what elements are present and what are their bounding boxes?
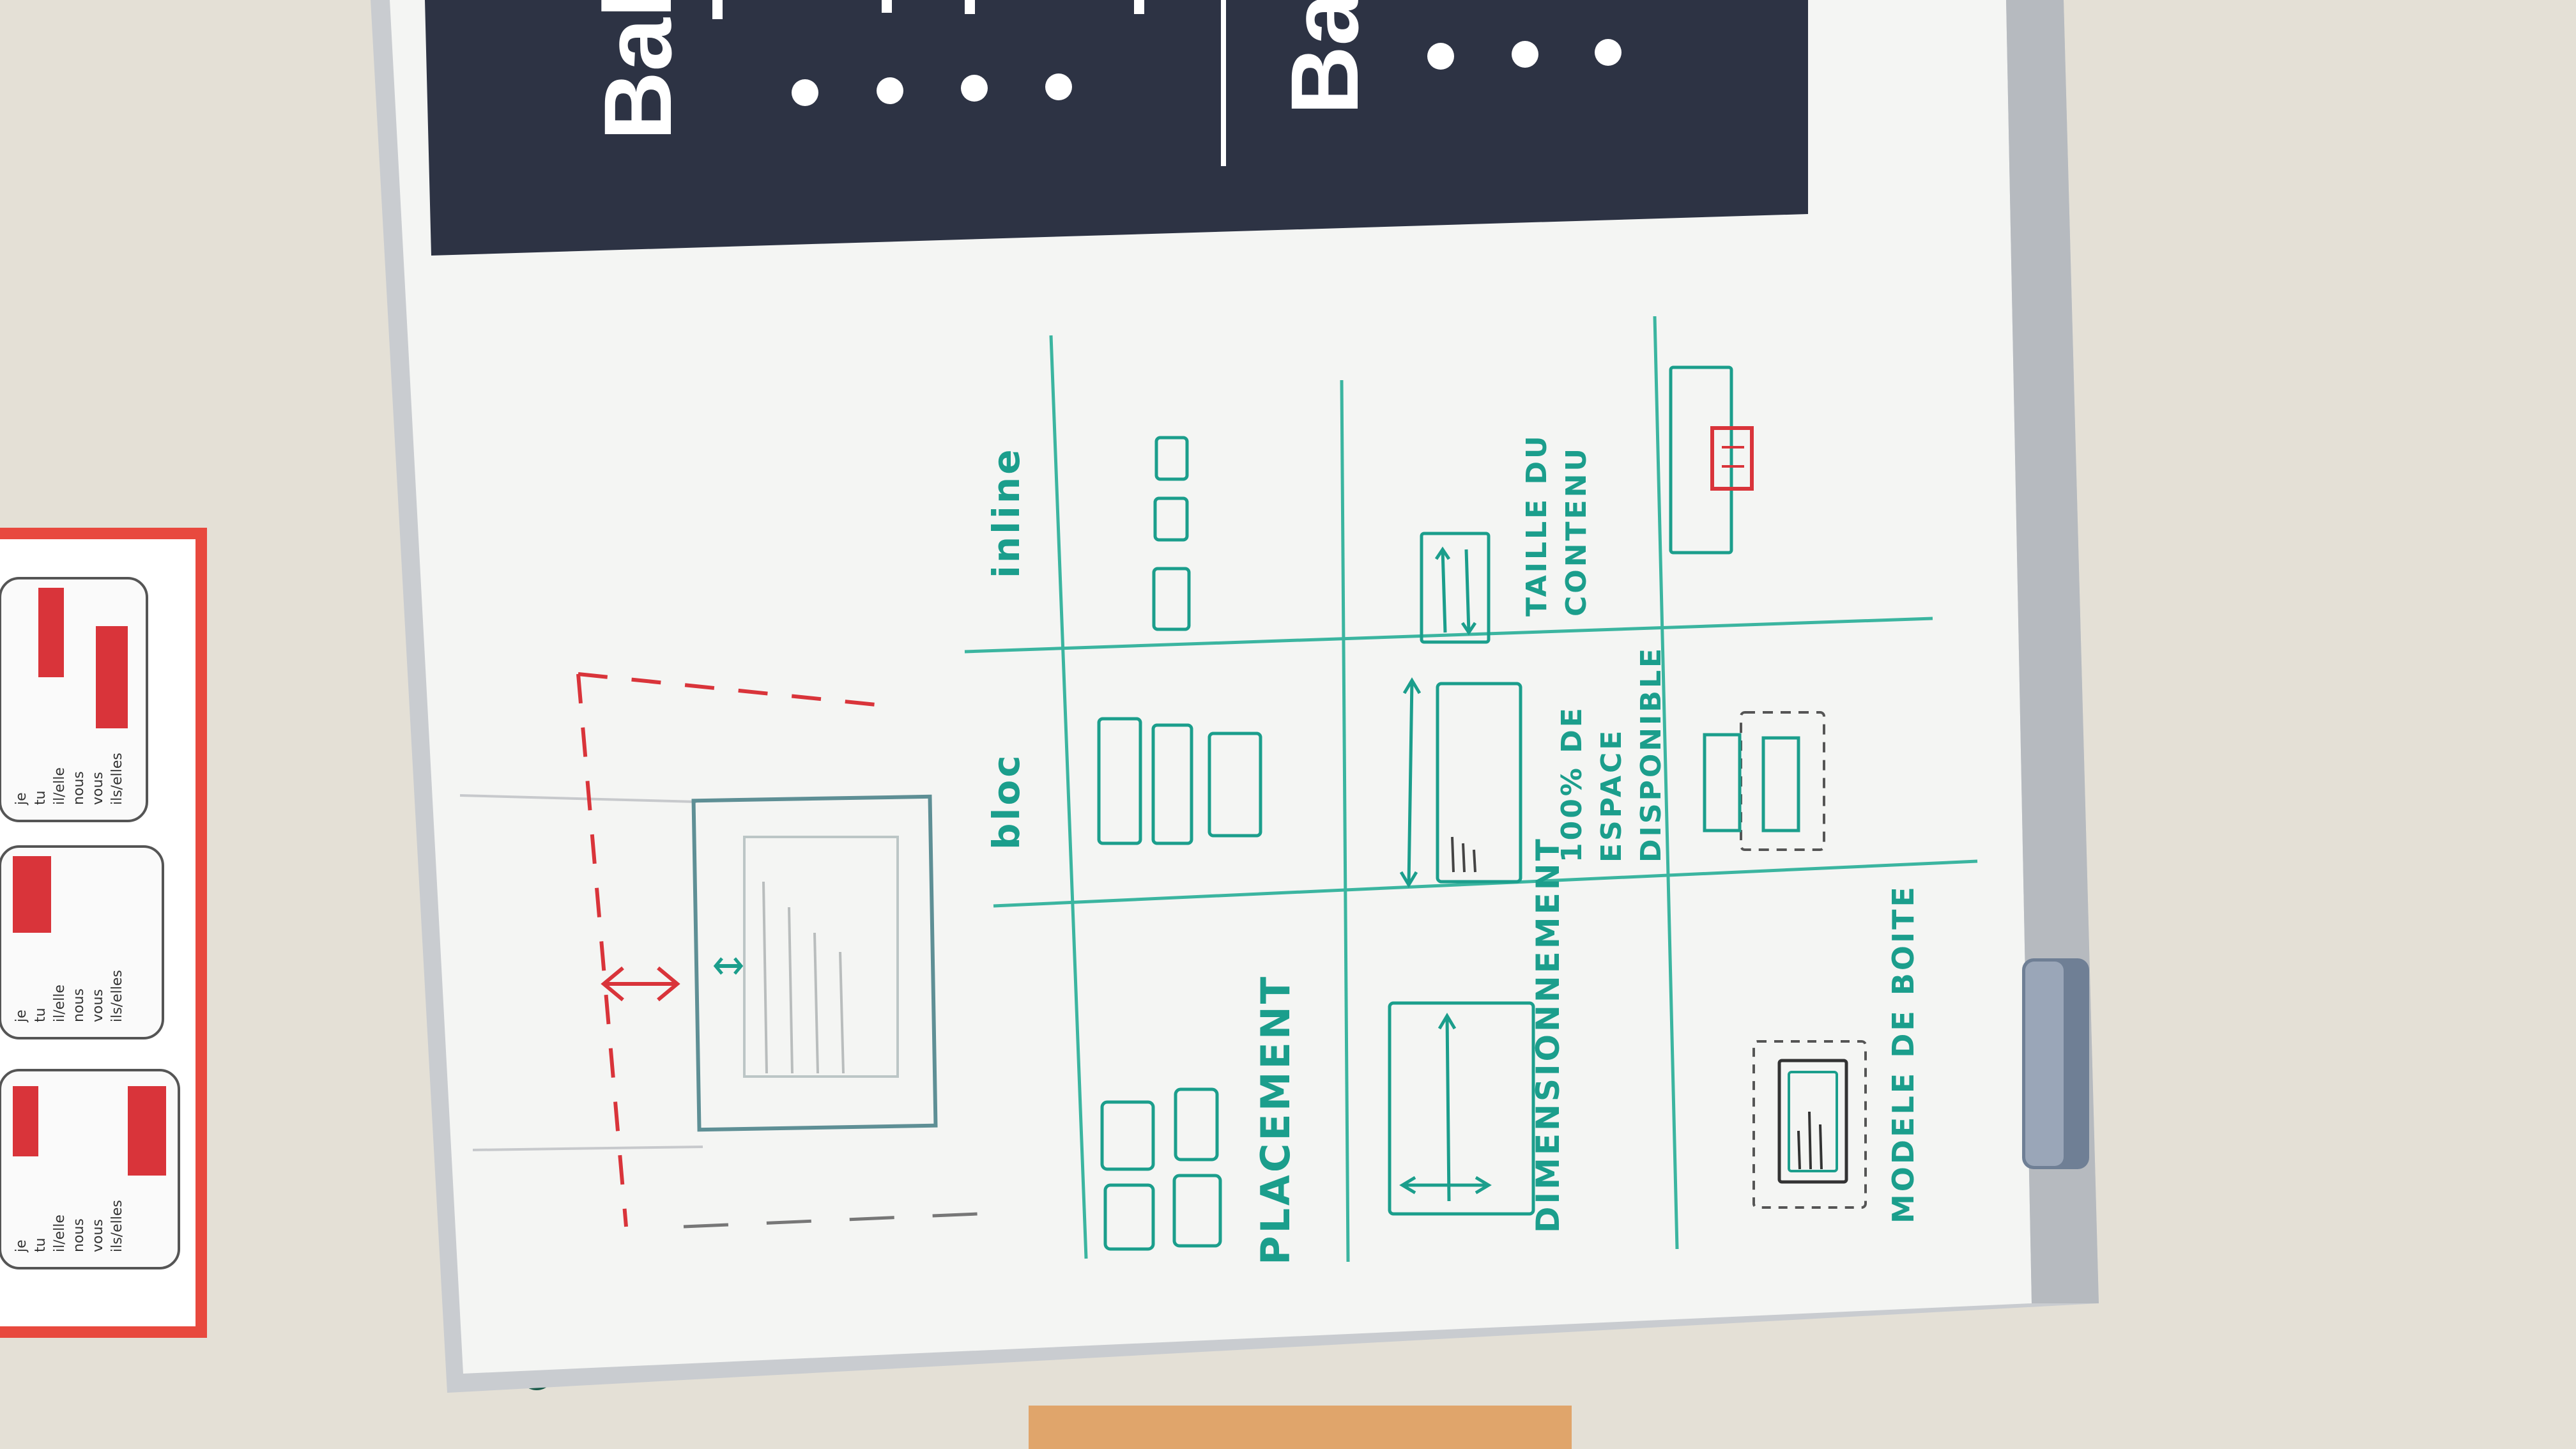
inline-sizing-line-1: TAILLE DU [1521,433,1553,617]
slide-bullet [792,79,818,106]
poster-row: je [13,792,29,806]
block-placement-boxes [1097,717,1262,845]
inline-sizing-box [1420,532,1491,644]
whiteboard [390,0,2032,1374]
svg-text:tu: tu [33,1238,49,1252]
column-header-block: bloc [985,753,1028,850]
block-sizing-line-1: 100% DE [1556,705,1588,862]
table-grid [964,316,1978,1262]
poster-row: nous [71,771,87,805]
poster-row: ils/elles [109,753,125,805]
column-header-inline: inline [985,447,1028,578]
svg-text:il/elle: il/elle [52,985,68,1022]
block-sizing-box [1399,677,1522,888]
slide-bullet [1512,41,1538,68]
slide-left-heading: Bal [584,0,691,141]
folder [1029,1406,1572,1449]
slide-bullet [877,77,903,104]
svg-text:ils/elles: ils/elles [109,1200,125,1252]
svg-text:nous: nous [71,1218,87,1252]
poster-row: vous [90,772,106,805]
faint-lines [459,794,703,1151]
box-model-sketch [576,672,978,1229]
default-box-model [1752,1040,1867,1209]
inline-box-model [1669,365,1754,555]
svg-text:il/elle: il/elle [52,1215,68,1252]
slide-bullet [1595,39,1621,66]
poster-row: tu [33,790,49,805]
default-sizing-box [1388,1001,1535,1216]
svg-text:vous: vous [90,989,106,1022]
row-header-box-model: MODELE DE BOITE [1886,884,1920,1223]
svg-text:je: je [13,1239,29,1253]
block-box-model [1703,711,1825,851]
slide-right-heading: Ba [1271,0,1378,115]
slide-bullet [1427,43,1454,70]
row-header-placement: PLACEMENT [1252,974,1299,1265]
inline-placement-boxes [1152,436,1191,631]
block-sizing-line-3: DISPONIBLE [1635,646,1667,862]
slide-bullet [1045,73,1072,100]
eraser-handle [2025,962,2064,1166]
svg-text:ils/elles: ils/elles [109,970,125,1022]
inline-sizing-line-2: CONTENU [1560,446,1593,617]
poster-row: il/elle [52,767,68,805]
svg-text:vous: vous [90,1219,106,1252]
svg-text:nous: nous [71,988,87,1022]
row-header-sizing: DIMENSIONNEMENT [1529,836,1567,1233]
projected-slide: Bal Ba [425,0,1808,256]
svg-text:tu: tu [33,1008,49,1022]
svg-text:je: je [13,1009,29,1023]
block-sizing-line-2: ESPACE [1595,728,1628,862]
slide-bullet [961,75,988,102]
conjugation-poster: je tu il/elle nous vous ils/elles je tu … [0,528,207,1338]
default-placement-boxes [1100,1087,1222,1251]
